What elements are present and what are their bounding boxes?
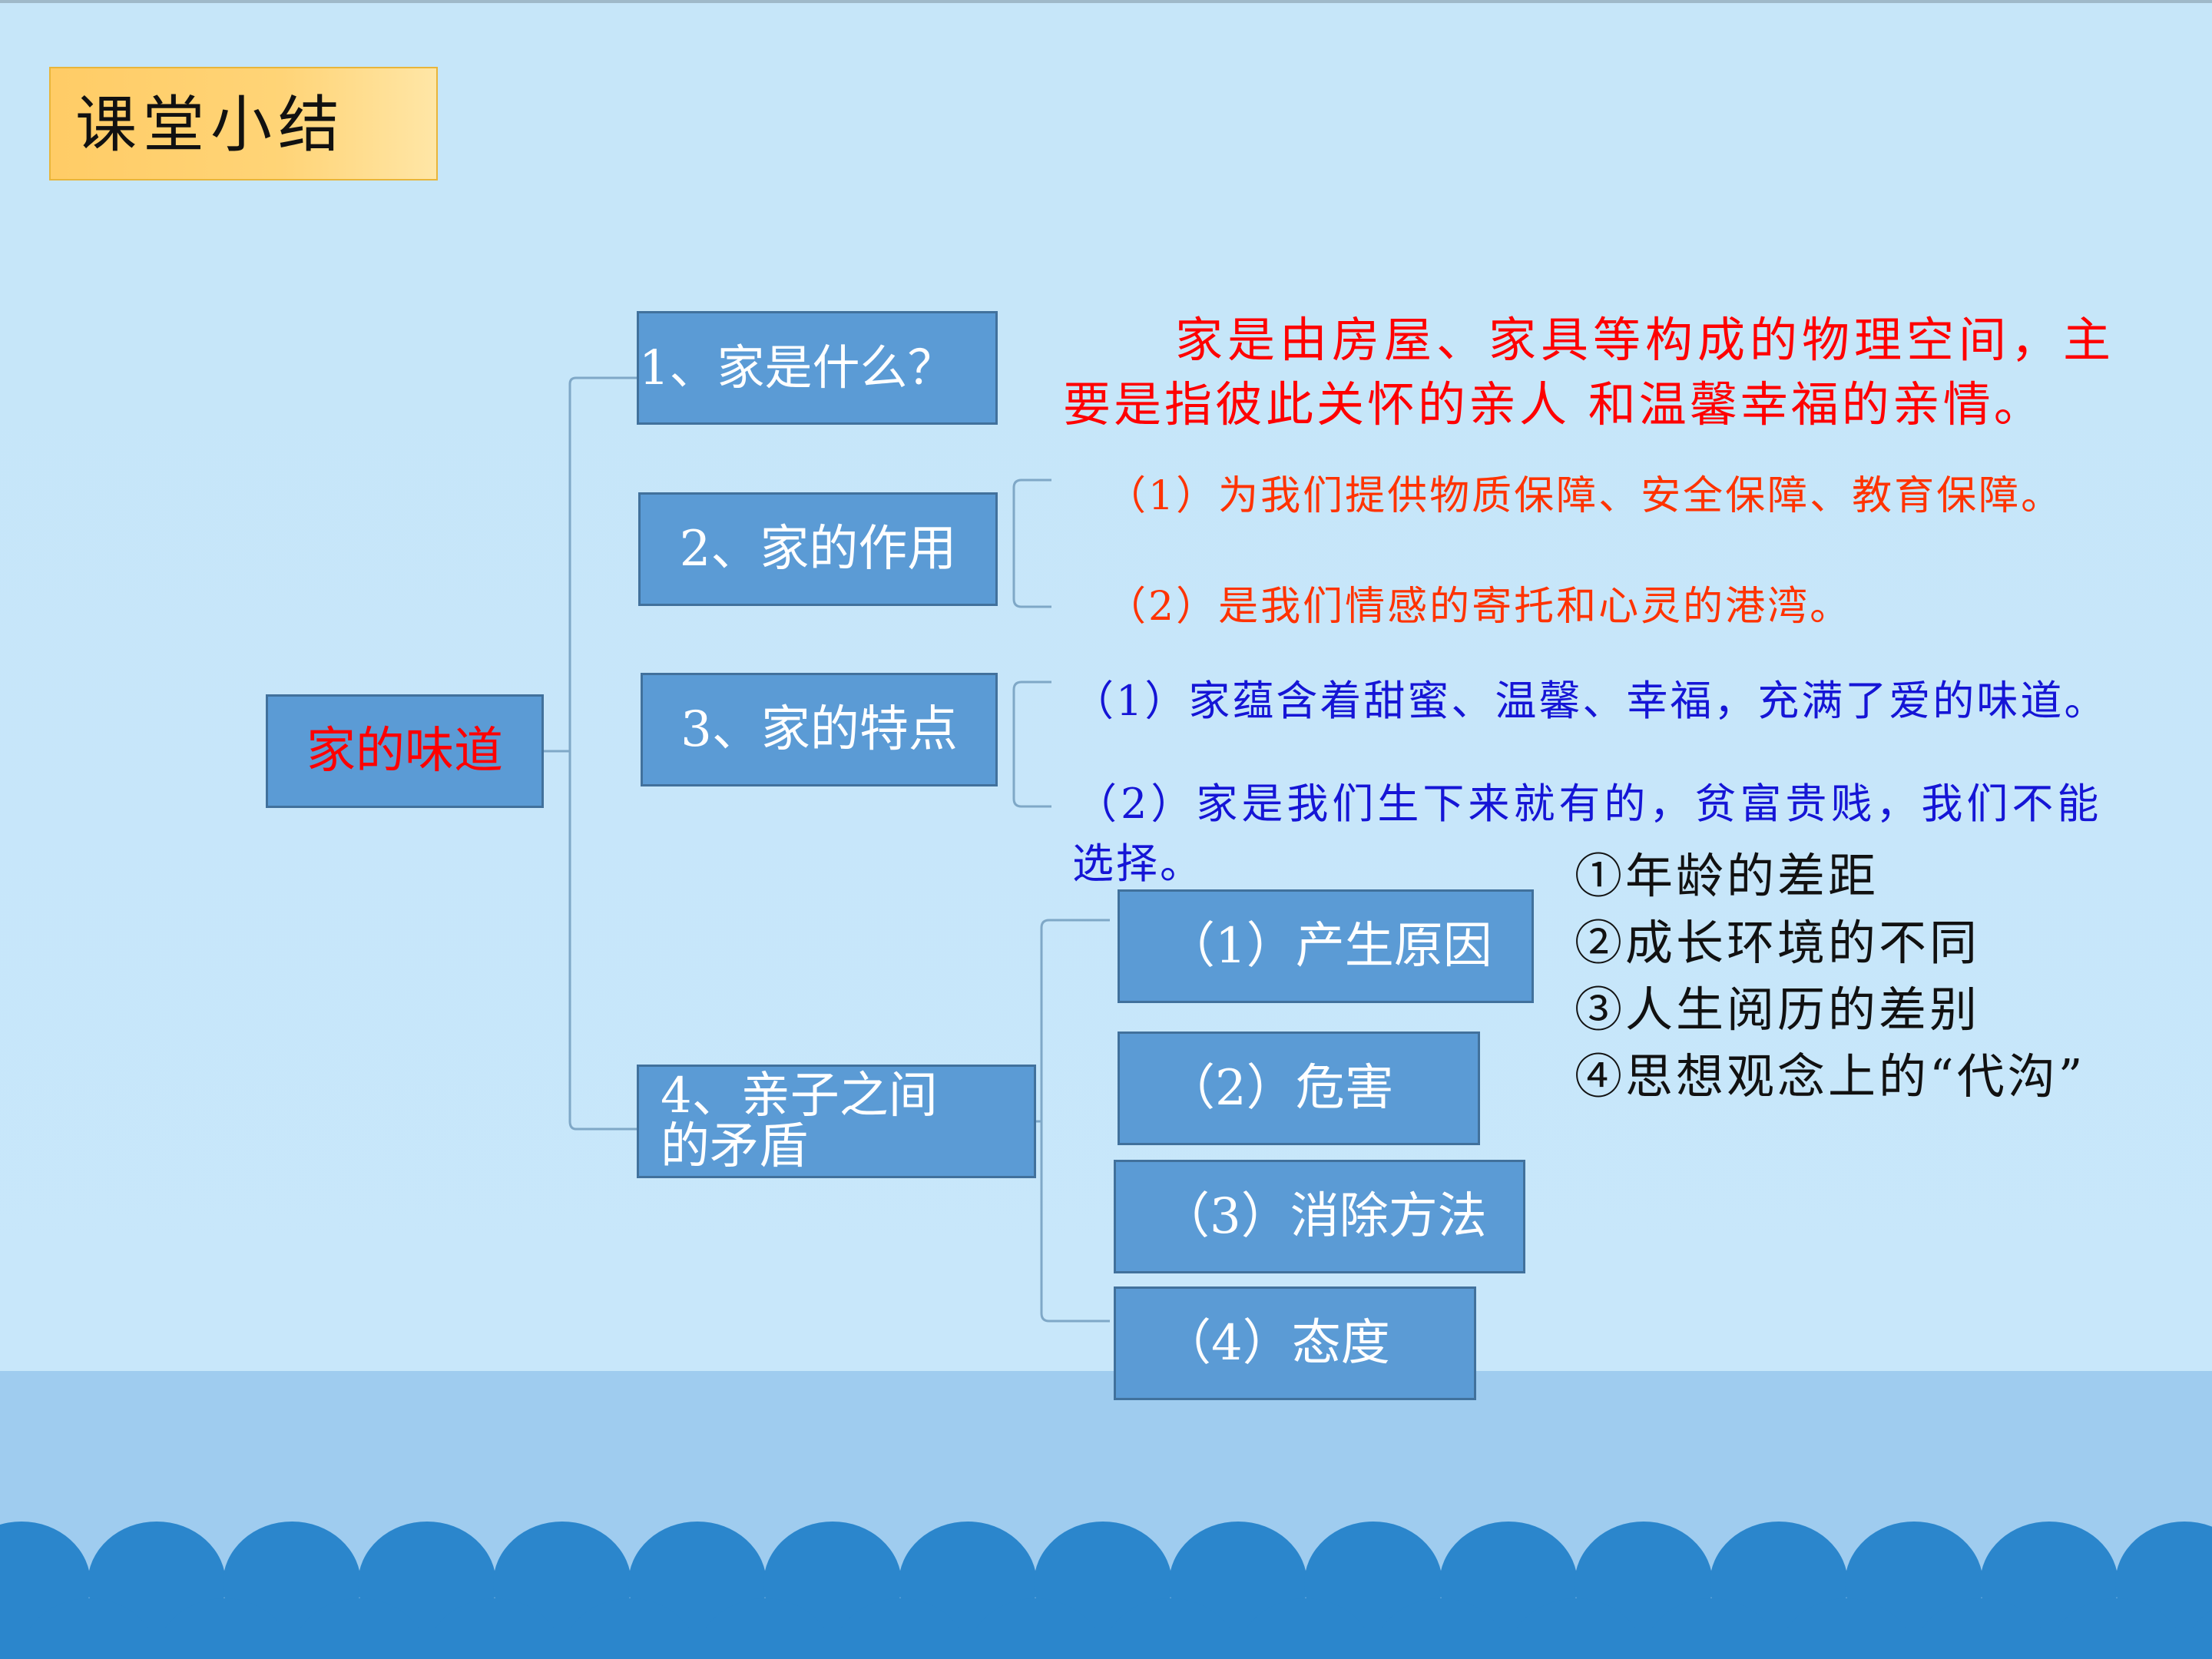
- cause-item-1: ①年龄的差距: [1575, 848, 1879, 904]
- cause-item-4: ④思想观念上的“代沟”: [1575, 1048, 2086, 1104]
- definition-line-2: 要是指彼此关怀的亲人 和温馨幸福的亲情。: [1063, 376, 2045, 432]
- feature-item-2-cont: 选择。: [1072, 839, 1204, 888]
- connector-root-nodes: [568, 376, 637, 1131]
- cause-item-2: ②成长环境的不同: [1575, 915, 1981, 971]
- wave-base: [0, 1628, 2212, 1659]
- root-node: 家的味道: [266, 694, 544, 808]
- cause-item-3: ③人生阅历的差别: [1575, 982, 1981, 1038]
- sub-node-harm: （2）危害: [1118, 1031, 1480, 1145]
- node-what-is-home: 1、家是什么？: [637, 311, 998, 425]
- sub-node-cause: （1）产生原因: [1118, 889, 1534, 1003]
- feature-item-1: （1）家蕴含着甜蜜、温馨、幸福，充满了爱的味道。: [1072, 677, 2108, 725]
- node-parent-child-conflict: 4、亲子之间 的矛盾: [637, 1065, 1036, 1178]
- sub-node-solution: （3）消除方法: [1114, 1160, 1525, 1273]
- node-home-features: 3、家的特点: [641, 673, 998, 786]
- node-4-line1: 4、亲子之间: [661, 1068, 938, 1124]
- connector-node4: [1040, 919, 1110, 1323]
- node-4-line2: 的矛盾: [661, 1118, 808, 1175]
- function-item-2: （2）是我们情感的寄托和心灵的港湾。: [1106, 584, 1853, 630]
- connector-node3: [1012, 680, 1051, 808]
- top-border: [0, 0, 2212, 3]
- sub-node-attitude: （4）态度: [1114, 1286, 1476, 1400]
- feature-item-2: （2）家是我们生下来就有的，贫富贵贱，我们不能: [1075, 780, 2103, 828]
- function-item-1: （1）为我们提供物质保障、安全保障、教育保障。: [1106, 473, 2064, 519]
- node-home-function: 2、家的作用: [638, 492, 998, 606]
- definition-line-1: 家是由房屋、家具等构成的物理空间，主: [1175, 312, 2116, 368]
- connector-node2: [1012, 478, 1051, 608]
- slide-title: 课堂小结: [49, 67, 438, 180]
